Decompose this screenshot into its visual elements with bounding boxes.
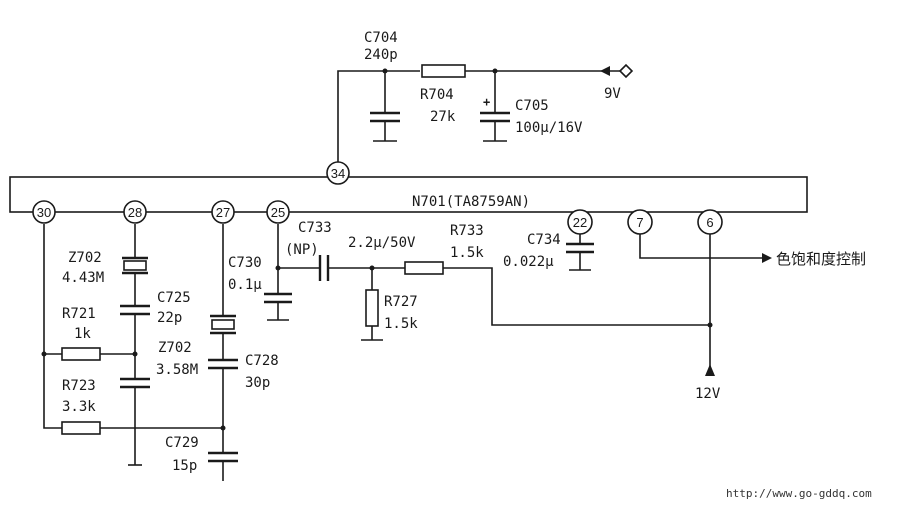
c725-name: C725	[157, 290, 191, 306]
c730-name: C730	[228, 255, 262, 271]
r723-name: R723	[62, 378, 96, 394]
12v-label: 12V	[695, 386, 721, 402]
r704-resistor	[421, 64, 466, 78]
c725-value: 22p	[157, 310, 182, 326]
9v-label: 9V	[604, 86, 621, 102]
pin-7: 7	[627, 209, 653, 235]
r733-name: R733	[450, 223, 484, 239]
r723-value: 3.3k	[62, 399, 96, 415]
z702a-name: Z702	[68, 250, 102, 266]
c705-value: 100μ/16V	[515, 120, 583, 136]
c729-name: C729	[165, 435, 199, 451]
z702a-value: 4.43M	[62, 270, 104, 286]
c705-name: C705	[515, 98, 549, 114]
r727-resistor	[365, 289, 379, 327]
z702b-value: 3.58M	[156, 362, 198, 378]
z702-3.58m-crystal	[211, 319, 235, 330]
r704-name: R704	[420, 87, 454, 103]
c728-name: C728	[245, 353, 279, 369]
svg-text:6: 6	[706, 215, 713, 230]
chip-label: N701(TA8759AN)	[412, 194, 530, 210]
9v-terminal	[618, 63, 634, 79]
c728-value: 30p	[245, 375, 270, 391]
pin-34: 34	[326, 161, 350, 185]
pin-27: 27	[211, 200, 235, 224]
pin-30: 30	[32, 200, 56, 224]
svg-text:7: 7	[636, 215, 643, 230]
z702-4.43m-crystal	[123, 260, 147, 271]
c704-value: 240p	[364, 47, 398, 63]
c733-value: 2.2μ/50V	[348, 235, 416, 251]
svg-text:30: 30	[37, 205, 51, 220]
svg-text:22: 22	[573, 215, 587, 230]
r721-name: R721	[62, 306, 96, 322]
chip-body	[9, 176, 808, 213]
z702b-name: Z702	[158, 340, 192, 356]
c734-name: C734	[527, 232, 561, 248]
c734-value: 0.022μ	[503, 254, 554, 270]
pin-25: 25	[266, 200, 290, 224]
r723-resistor	[61, 421, 101, 435]
c704-name: C704	[364, 30, 398, 46]
watermark-url: http://www.go-gddq.com	[726, 487, 872, 500]
pin-6: 6	[697, 209, 723, 235]
c733-name: C733	[298, 220, 332, 236]
svg-text:28: 28	[128, 205, 142, 220]
r721-resistor	[61, 347, 101, 361]
svg-text:25: 25	[271, 205, 285, 220]
pin-28: 28	[123, 200, 147, 224]
r733-resistor	[404, 261, 444, 275]
r704-value: 27k	[430, 109, 456, 125]
r727-name: R727	[384, 294, 418, 310]
c729-value: 15p	[172, 458, 197, 474]
c730-value: 0.1μ	[228, 277, 262, 293]
c733-note: (NP)	[285, 242, 319, 258]
svg-text:34: 34	[331, 166, 345, 181]
r733-value: 1.5k	[450, 245, 484, 261]
r727-value: 1.5k	[384, 316, 418, 332]
top-supply-network	[337, 63, 634, 164]
saturation-control-label: 色饱和度控制	[776, 250, 866, 268]
pin-22: 22	[567, 209, 593, 235]
c705-polarity: +	[483, 95, 490, 109]
circuit-wiring	[41, 224, 772, 481]
r721-value: 1k	[74, 326, 91, 342]
svg-text:27: 27	[216, 205, 230, 220]
